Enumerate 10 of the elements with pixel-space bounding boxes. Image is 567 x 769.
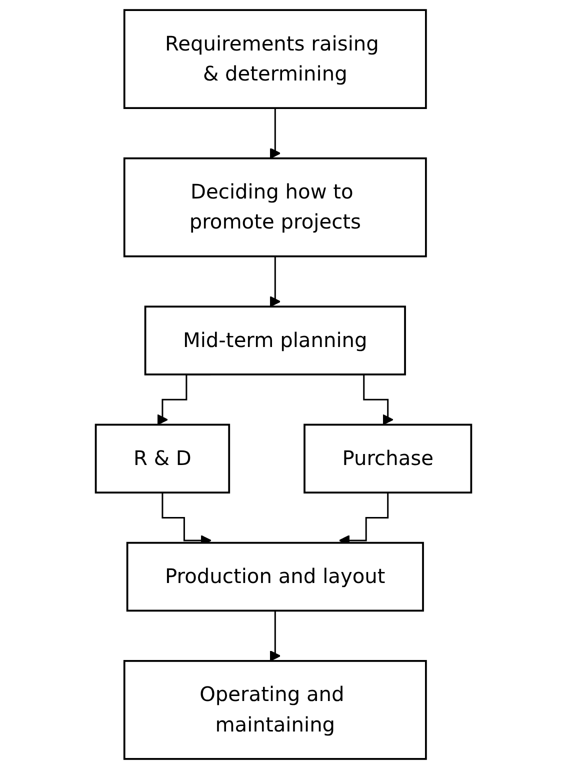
node-box: Requirements raising & determining xyxy=(123,9,427,109)
node-box: R & D xyxy=(94,424,230,494)
node-box: Production and layout xyxy=(126,542,424,612)
arrow xyxy=(270,610,281,662)
node-box: Mid-term planning xyxy=(144,306,406,376)
node-box: Purchase xyxy=(304,424,472,494)
arrow xyxy=(270,256,281,308)
arrow xyxy=(270,107,281,159)
node-box: Operating and maintaining xyxy=(123,660,427,760)
node-box: Deciding how to promote projects xyxy=(123,157,427,258)
